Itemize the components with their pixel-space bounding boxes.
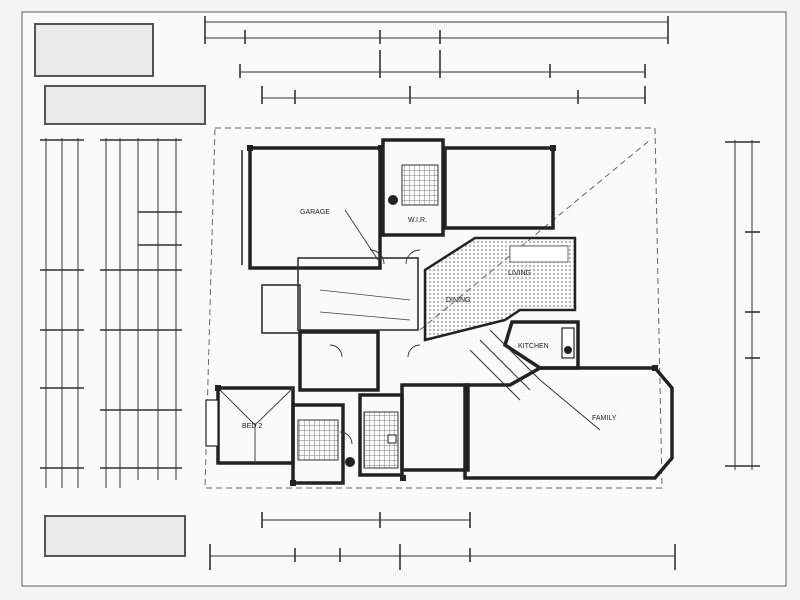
central-corridor (261, 257, 419, 334)
garage: GARAGE (241, 146, 382, 270)
right-dimension-lines (725, 140, 760, 470)
bathroom (291, 403, 355, 485)
corner-markers (215, 145, 658, 486)
bedroom-3 (400, 383, 470, 472)
ensuite: W.I.R. (381, 138, 445, 237)
master-bedroom (443, 146, 555, 230)
garage-label: GARAGE (300, 209, 330, 216)
title-block-second (44, 85, 206, 125)
bedroom-middle (298, 330, 380, 392)
dining-label: DINING (446, 297, 471, 304)
bottom-dimension-lines (209, 512, 676, 570)
family-label: FAMILY (592, 415, 617, 422)
title-block-bottom (44, 515, 186, 557)
living-label: LIVING (508, 270, 531, 277)
living-dining: LIVING DINING (423, 236, 577, 342)
bed2-label: BED 2 (242, 423, 262, 430)
kitchen-label: KITCHEN (518, 343, 549, 350)
title-block-top (34, 23, 154, 77)
top-dimension-lines (204, 16, 669, 104)
door-swings (329, 249, 421, 445)
wir-label: W.I.R. (408, 217, 427, 224)
family-room: FAMILY (463, 366, 674, 480)
left-dimension-lines (40, 138, 182, 488)
roof-outline (204, 127, 663, 489)
